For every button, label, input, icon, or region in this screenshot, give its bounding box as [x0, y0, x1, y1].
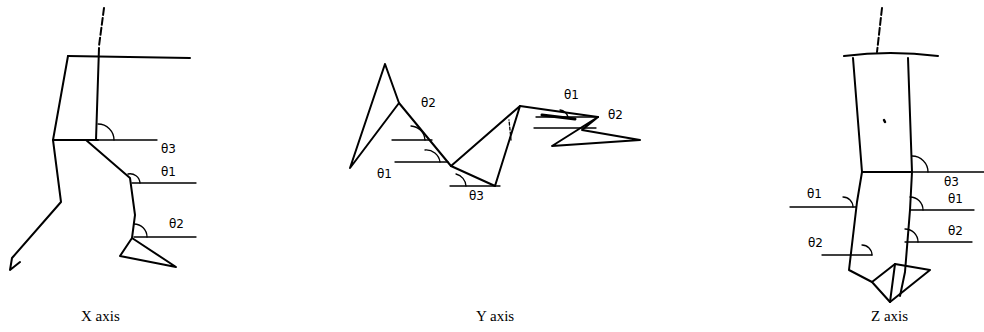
angle-label: θ1 [806, 188, 823, 201]
angle-label: θ3 [468, 190, 485, 203]
angle-label: θ2 [807, 237, 824, 250]
axis-caption: X axis [80, 308, 121, 325]
x-axis-figure [10, 8, 196, 270]
axis-caption: Y axis [475, 308, 515, 325]
angle-label: θ2 [947, 225, 964, 238]
angle-label: θ1 [563, 89, 580, 102]
angle-label: θ1 [376, 168, 393, 181]
angle-label: θ2 [168, 218, 185, 231]
angle-label: θ3 [943, 176, 960, 189]
angle-label: θ1 [947, 193, 964, 206]
y-axis-figure [350, 64, 640, 186]
angle-label: θ2 [420, 97, 437, 110]
angle-label: θ1 [160, 166, 177, 179]
axis-caption: Z axis [870, 308, 909, 325]
angle-label: θ2 [607, 109, 624, 122]
angle-label: θ3 [160, 143, 177, 156]
z-axis-figure [790, 8, 984, 302]
